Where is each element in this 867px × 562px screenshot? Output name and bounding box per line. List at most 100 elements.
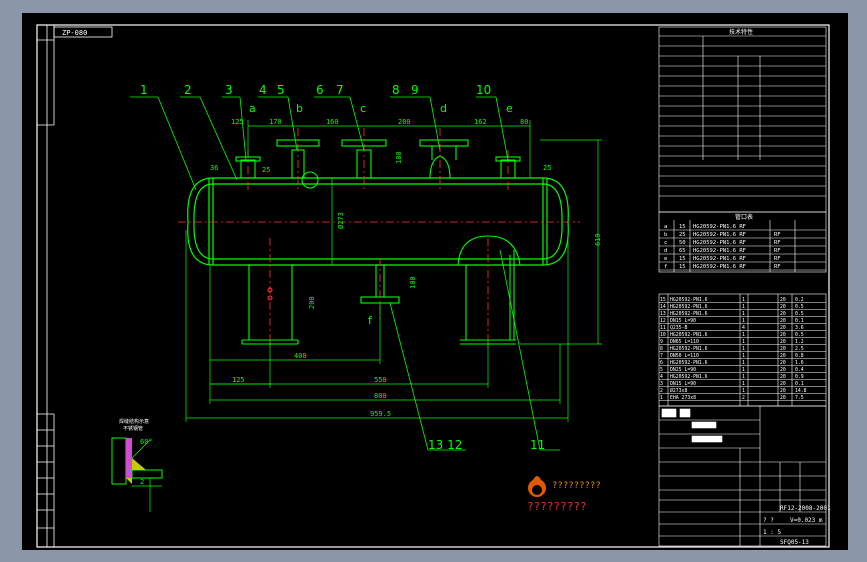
nozzle-cell: e — [664, 256, 667, 262]
nozzle-label-f: f — [368, 314, 373, 327]
parts-cell: EHA 273x8 — [670, 395, 696, 401]
parts-cell: 0.8 — [795, 353, 804, 359]
parts-cell: 1 — [742, 318, 745, 324]
part-label-3: 3 — [225, 83, 233, 97]
parts-cell: DN15 L=90 — [670, 381, 696, 387]
parts-cell: DN15 L=90 — [670, 318, 696, 324]
parts-cell: 0.1 — [795, 318, 804, 324]
drawing-number: SFQ05-13 — [780, 539, 809, 546]
bottom-label-11: 11 — [530, 438, 545, 452]
parts-cell: HG20592-PN1.6 — [670, 360, 708, 366]
binding-strip — [37, 25, 55, 547]
parts-cell: 20 — [780, 325, 786, 331]
parts-cell: 0.5 — [795, 304, 804, 310]
parts-cell: 20 — [780, 339, 786, 345]
part-label-6: 6 — [316, 83, 324, 97]
nozzle-cell: HG20592-PN1.6 RF — [693, 240, 746, 246]
project-code: RF12-2008-2001 — [780, 505, 831, 512]
nozzle-table-header: 管口表 — [735, 213, 753, 221]
part-label-7: 7 — [336, 83, 344, 97]
weld-angle: 60° — [140, 438, 153, 446]
drawing-sheet — [22, 13, 848, 550]
parts-cell: 8 — [660, 346, 663, 352]
nozzle-cell: RF — [774, 264, 781, 270]
dim-diameter: Ø273 — [337, 212, 345, 229]
part-label-1: 1 — [140, 83, 148, 97]
parts-cell: 0.5 — [795, 311, 804, 317]
weld-caption-1: 焊缝结构示意 — [119, 418, 149, 425]
parts-cell: 2 — [660, 388, 663, 394]
nozzle-label-d: d — [440, 102, 447, 115]
part-label-5: 5 — [277, 83, 285, 97]
leader-lines — [130, 96, 560, 451]
parts-cell: 1 — [742, 353, 745, 359]
title-block-text: RF12-2008-2001 ? ? V=0.023 m 1 : 5 SFQ05… — [763, 505, 831, 546]
scale: 1 : 5 — [763, 529, 781, 536]
parts-cell: 20 — [780, 332, 786, 338]
nozzle-cell: RF — [774, 256, 781, 262]
parts-cell: 20 — [780, 388, 786, 394]
dimension-lines — [185, 120, 602, 422]
parts-cell: 20 — [780, 318, 786, 324]
spec-table — [658, 26, 827, 213]
parts-cell: 20 — [780, 367, 786, 373]
nozzle-cell: 15 — [679, 256, 686, 262]
parts-cell: 20 — [780, 353, 786, 359]
parts-cell: 1.6 — [795, 360, 804, 366]
watermark-logo: ????????? ????????? — [527, 476, 601, 513]
parts-cell: HG20592-PN1.6 — [670, 304, 708, 310]
dim-25-right: 25 — [543, 164, 551, 172]
parts-cell: HG20592-PN1.6 — [670, 374, 708, 380]
weld-detail: 焊缝结构示意 不锈钢管 60° 2 — [111, 418, 163, 512]
parts-cell: 20 — [780, 374, 786, 380]
nozzle-cell: HG20592-PN1.6 RF — [693, 232, 746, 238]
logo-red-text: ????????? — [527, 500, 587, 513]
nozzle-cell: HG20592-PN1.6 RF — [693, 256, 746, 262]
dim-100: 100 — [409, 276, 417, 289]
parts-cell: 20 — [780, 395, 786, 401]
parts-cell: 1 — [742, 304, 745, 310]
nozzle-cell: 15 — [679, 224, 686, 230]
dim-959: 959.5 — [370, 410, 391, 418]
parts-cell: 13 — [660, 311, 666, 317]
dim-125-bottom: 125 — [232, 376, 245, 384]
parts-cell: 1 — [742, 367, 745, 373]
nozzle-cell: HG20592-PN1.6 RF — [693, 264, 746, 270]
parts-cell: 0.2 — [795, 297, 804, 303]
dim-160: 160 — [326, 118, 339, 126]
parts-cell: DN65 L=110 — [670, 339, 699, 345]
dim-800: 800 — [374, 392, 387, 400]
part-label-4: 4 — [259, 83, 267, 97]
part-label-2: 2 — [184, 83, 192, 97]
dim-619: 619 — [594, 233, 602, 246]
nozzle-label-b: b — [296, 102, 303, 115]
nozzle-label-e: e — [506, 102, 513, 115]
nozzle-cell: f — [664, 264, 667, 270]
parts-cell: 5 — [660, 367, 663, 373]
parts-cell: 15 — [660, 297, 666, 303]
parts-cell: 1 — [742, 297, 745, 303]
parts-cell: 1.2 — [795, 339, 804, 345]
parts-cell: HG20592-PN1.6 — [670, 332, 708, 338]
parts-cell: 20 — [780, 346, 786, 352]
dim-200: 200 — [398, 118, 411, 126]
nozzle-cell: 50 — [679, 240, 686, 246]
parts-cell: DN50 L=110 — [670, 353, 699, 359]
parts-cell: 14 — [660, 304, 666, 310]
nozzle-cell: c — [664, 240, 667, 246]
parts-cell: 1 — [660, 395, 663, 401]
parts-cell: 6 — [660, 360, 663, 366]
parts-cell: 1 — [742, 360, 745, 366]
weld-caption-2: 不锈钢管 — [123, 425, 143, 432]
dim-162: 162 — [474, 118, 487, 126]
nozzle-cell: 25 — [679, 232, 686, 238]
nozzle-cell: HG20592-PN1.6 RF — [693, 224, 746, 230]
dim-200-vert: 200 — [308, 296, 316, 309]
dim-125-top: 125 — [231, 118, 244, 126]
nozzle-cell: 65 — [679, 248, 686, 254]
parts-cell: 1 — [742, 339, 745, 345]
parts-cell: 0.4 — [795, 367, 804, 373]
